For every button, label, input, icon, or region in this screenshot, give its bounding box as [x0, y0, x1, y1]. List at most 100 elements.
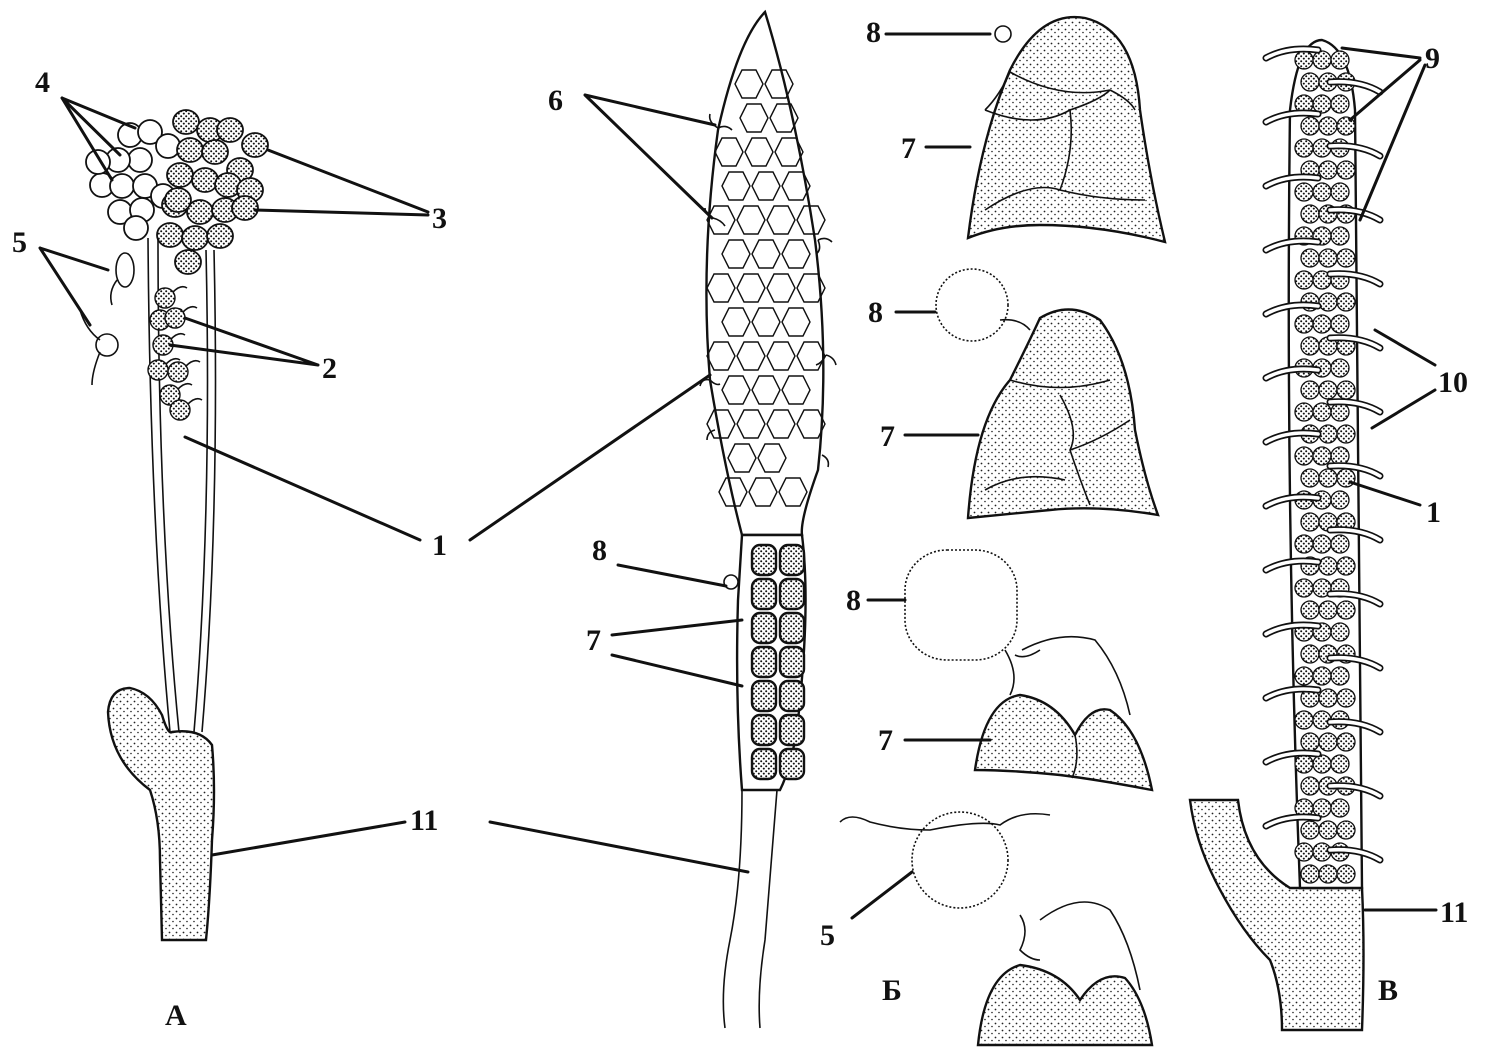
germinating-spore: [168, 362, 188, 382]
panel-b-stage-4: [840, 812, 1152, 1045]
rod-spore: [1319, 557, 1337, 575]
spore-block: [780, 715, 804, 745]
rod-spore: [1313, 183, 1331, 201]
rod-spore: [1295, 755, 1313, 773]
dark-spore: [207, 224, 233, 248]
dark-spore: [192, 168, 218, 192]
rod-spore: [1313, 667, 1331, 685]
white-spore: [156, 134, 180, 158]
rod-spore: [1319, 293, 1337, 311]
panel-label-b: Б: [882, 974, 902, 1007]
rod-spore: [1301, 601, 1319, 619]
label-11-c: 11: [1440, 896, 1468, 929]
rod-spore: [1337, 689, 1355, 707]
rod-spore: [1337, 381, 1355, 399]
rod-spore: [1319, 689, 1337, 707]
white-spore: [110, 174, 134, 198]
rod-spore: [1319, 469, 1337, 487]
rod-spore: [1301, 513, 1319, 531]
label-1-c: 1: [1426, 496, 1441, 529]
label-7-stage2: 7: [880, 420, 895, 453]
spore-block: [780, 749, 804, 779]
rod-spore: [1337, 161, 1355, 179]
rod-spore: [1301, 249, 1319, 267]
rod-spore: [1301, 469, 1319, 487]
rod-spore: [1313, 403, 1331, 421]
rod-spore: [1313, 755, 1331, 773]
dark-spore: [232, 196, 258, 220]
rod-spore: [1331, 227, 1349, 245]
rod-spore: [1295, 843, 1313, 861]
spore-block: [752, 613, 776, 643]
dark-spore: [217, 118, 243, 142]
spore-block: [752, 749, 776, 779]
rod-spore: [1331, 799, 1349, 817]
rod-spore: [1331, 535, 1349, 553]
rod-spore: [1319, 865, 1337, 883]
germinating-spore: [165, 308, 185, 328]
rod-spore: [1331, 95, 1349, 113]
germinating-spore: [155, 288, 175, 308]
spore-block: [780, 579, 804, 609]
rod-spore: [1313, 535, 1331, 553]
panel-b-stage-1: [968, 17, 1165, 242]
panel-a-free-spore: [116, 253, 134, 287]
label-10: 10: [1438, 366, 1468, 399]
panel-b-stage-2: [936, 269, 1158, 518]
spore-block: [752, 545, 776, 575]
rod-spore: [1295, 271, 1313, 289]
rod-spore: [1337, 249, 1355, 267]
label-4: 4: [35, 66, 50, 99]
rod-spore: [1301, 117, 1319, 135]
panel-b-stage-3: [905, 550, 1152, 790]
label-8-stage3: 8: [846, 584, 861, 617]
rod-spore: [1295, 711, 1313, 729]
rod-spore: [1313, 51, 1331, 69]
label-5-b: 5: [820, 919, 835, 952]
rod-spore: [1337, 601, 1355, 619]
dark-spore: [177, 138, 203, 162]
rod-spore: [1331, 491, 1349, 509]
spore-block: [752, 715, 776, 745]
germinating-spore: [148, 360, 168, 380]
label-8-stage1: 8: [866, 16, 881, 49]
label-7-stage3: 7: [878, 724, 893, 757]
spore-block: [780, 681, 804, 711]
dark-spore: [182, 226, 208, 250]
panel-a-foot: [108, 688, 214, 940]
panel-label-a: А: [165, 999, 187, 1032]
dark-spore: [157, 223, 183, 247]
rod-spore: [1319, 821, 1337, 839]
rod-spore: [1331, 51, 1349, 69]
label-7-center: 7: [586, 624, 601, 657]
rod-spore: [1337, 425, 1355, 443]
label-3: 3: [432, 202, 447, 235]
label-7-stage1: 7: [901, 132, 916, 165]
rod-spore: [1295, 579, 1313, 597]
rod-spore: [1319, 601, 1337, 619]
rod-spore: [1331, 315, 1349, 333]
rod-spore: [1301, 205, 1319, 223]
rod-spore: [1301, 73, 1319, 91]
white-spore: [128, 148, 152, 172]
rod-spore: [1319, 733, 1337, 751]
rod-spore: [1319, 249, 1337, 267]
rod-spore: [1301, 381, 1319, 399]
panel-c-drawing: [1190, 40, 1380, 1030]
panel-label-c: В: [1378, 974, 1398, 1007]
dark-spore: [165, 188, 191, 212]
panel-b-sporangium: [700, 12, 836, 1028]
rod-spore: [1331, 755, 1349, 773]
rod-spore: [1331, 403, 1349, 421]
label-1-center: 1: [432, 529, 447, 562]
rod-spore: [1301, 865, 1319, 883]
rod-spore: [1319, 425, 1337, 443]
rod-spore: [1301, 337, 1319, 355]
rod-spore: [1295, 51, 1313, 69]
dark-spore: [167, 163, 193, 187]
rod-spore: [1295, 139, 1313, 157]
rod-spore: [1337, 557, 1355, 575]
spore-block: [780, 613, 804, 643]
spore-block: [780, 545, 804, 575]
